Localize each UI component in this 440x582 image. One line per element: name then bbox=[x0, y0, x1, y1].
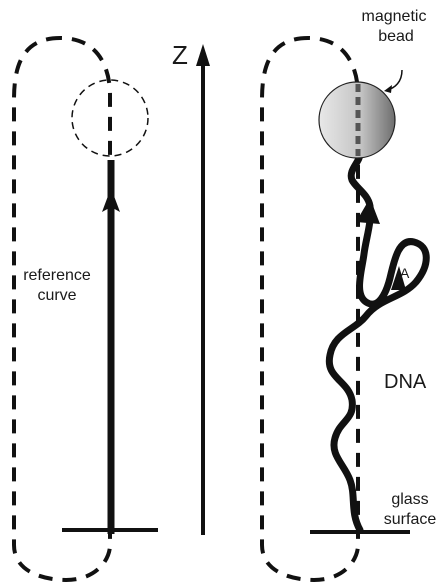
magnetic-label: magnetic bbox=[362, 8, 427, 25]
left-dashed-envelope bbox=[14, 38, 110, 580]
dna-label: DNA bbox=[384, 371, 427, 393]
surface-label: surface bbox=[384, 511, 437, 528]
tether-panel: magnetic bead A DNA glass surface bbox=[262, 8, 436, 580]
glass-label: glass bbox=[391, 491, 428, 508]
z-axis: Z bbox=[172, 40, 210, 535]
bead-label-pointer-head bbox=[384, 85, 392, 93]
bead-label: bead bbox=[378, 28, 414, 45]
point-a-label: A bbox=[400, 265, 410, 281]
reference-label-line2: curve bbox=[37, 287, 76, 304]
magnetic-bead bbox=[319, 82, 395, 158]
dna-strand bbox=[329, 154, 426, 530]
z-axis-label: Z bbox=[172, 40, 188, 70]
bead-label-pointer bbox=[387, 70, 402, 90]
reference-label-line1: reference bbox=[23, 267, 91, 284]
reference-panel: reference curve bbox=[14, 38, 158, 580]
z-axis-arrow-head bbox=[196, 44, 210, 66]
